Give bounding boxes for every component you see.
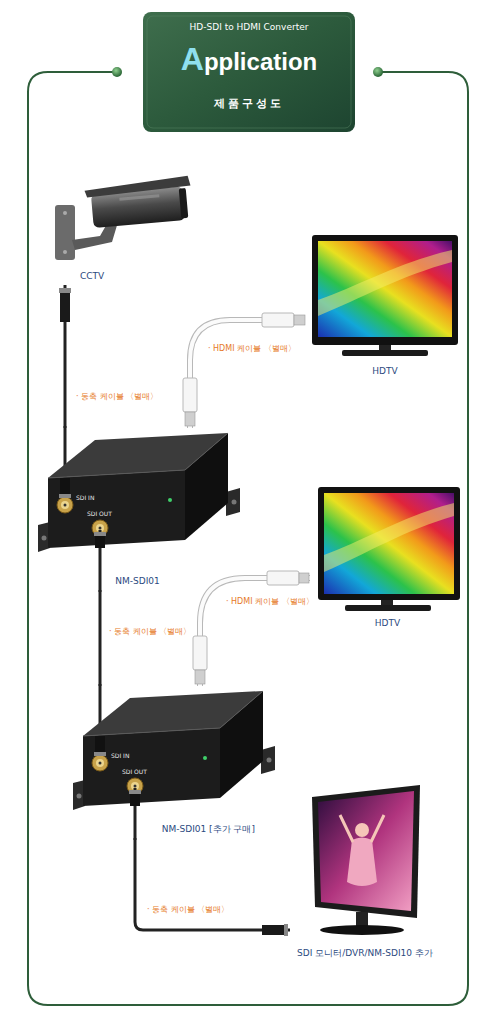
hdtv: [342, 350, 428, 356]
hdtv: [324, 493, 454, 594]
cctv-camera: [55, 205, 75, 260]
cable-label: · 동축 케이블 〈별매〉: [75, 392, 159, 402]
bnc-plug: [95, 736, 105, 756]
converter-node: NM-SDI01 [추가 구매]: [75, 686, 270, 838]
coax-cable: [99, 590, 102, 686]
hdtv: [312, 235, 458, 356]
cable-label: · 동축 케이블 〈별매〉: [108, 627, 192, 637]
cctv-camera: [63, 250, 67, 254]
tv-node: HDTV: [310, 482, 465, 632]
device-label: NM-SDI01 [추가 구매]: [162, 824, 255, 835]
tv-node: HDTV: [305, 230, 465, 380]
converter-device: [38, 433, 240, 552]
title-banner: [143, 12, 355, 132]
device-label: NM-SDI01: [115, 576, 160, 587]
bnc-plug: [95, 532, 105, 548]
cctv-camera: [63, 211, 67, 215]
hdtv: [324, 503, 454, 572]
converter-device: [73, 691, 275, 810]
hdmi-cable: [200, 578, 310, 686]
hdmi-cable: [200, 578, 310, 686]
hdmi-plug: [183, 313, 309, 684]
coax-cable: [135, 838, 290, 930]
hdtv: [345, 605, 431, 611]
frame: [373, 67, 383, 77]
subtitle-korean: 제품구성도: [143, 97, 355, 111]
bnc-plug: [59, 288, 288, 936]
camera-node: CCTV: [50, 168, 190, 285]
bnc-plug: [94, 752, 106, 756]
cable-label: · 동축 케이블 〈별매〉: [146, 905, 230, 915]
bnc-plug: [59, 288, 71, 293]
hdmi-plug: [195, 670, 205, 684]
bnc-plug: [284, 924, 288, 936]
bnc-plug: [60, 478, 70, 498]
device-label: HDTV: [372, 366, 397, 377]
bnc-plug: [60, 292, 70, 322]
cable-label: · HDMI 케이블 〈별매〉: [225, 597, 315, 607]
hdtv: [318, 487, 460, 600]
port-label: SDI OUT: [122, 768, 147, 775]
bnc-plug: [59, 478, 141, 840]
sdi-monitor: [347, 838, 377, 887]
cable-label: · HDMI 케이블 〈별매〉: [207, 344, 297, 354]
sdi-monitor: [355, 823, 369, 837]
bnc-plug: [94, 532, 106, 536]
hdmi-plug: [267, 571, 299, 585]
title-banner: [143, 12, 355, 132]
frame: [28, 72, 468, 1005]
hdtv: [312, 235, 458, 345]
sdi-monitor: [312, 785, 420, 918]
hdtv: [318, 487, 460, 611]
hdmi-plug: [294, 315, 305, 325]
hdmi-plug: [183, 378, 197, 412]
bnc-plug: [130, 790, 140, 806]
port-label: SDI IN: [76, 494, 94, 501]
frame: [28, 67, 468, 1005]
hdmi-plug: [185, 412, 195, 426]
port-label: SDI OUT: [87, 510, 112, 517]
hdmi-cable: [190, 320, 305, 428]
sdi-monitor: [320, 925, 404, 935]
coax-cable: [100, 590, 101, 686]
hdtv: [318, 241, 452, 337]
bnc-plug: [129, 790, 141, 794]
port-label: SDI IN: [111, 752, 129, 759]
hdtv: [318, 250, 452, 316]
hdmi-cable: [190, 320, 305, 428]
device-label: SDI 모니터/DVR/NM-SDI10 추가: [297, 948, 433, 959]
device-label: CCTV: [80, 271, 104, 282]
sdi-monitor: [318, 791, 414, 911]
hdmi-cable: [200, 578, 310, 686]
frame: [112, 67, 122, 77]
cctv-camera: [55, 176, 193, 260]
cctv-camera: [179, 188, 189, 218]
monitor-node: SDI 모니터/DVR/NM-SDI10 추가: [290, 780, 440, 962]
coax-cable: [135, 838, 290, 930]
bnc-plug: [59, 494, 71, 498]
sdi-monitor: [312, 785, 420, 935]
title-text: Application: [143, 44, 355, 77]
subtitle-text: HD-SDI to HDMI Converter: [143, 21, 355, 33]
cctv-camera: [119, 194, 159, 200]
hdmi-cable: [190, 320, 305, 428]
converter-node: NM-SDI01: [40, 428, 235, 590]
hdmi-plug: [193, 636, 207, 670]
device-label: HDTV: [375, 618, 400, 629]
hdmi-plug: [299, 573, 309, 583]
hdmi-plug: [262, 313, 294, 327]
sdi-monitor: [356, 912, 368, 926]
sdi-monitor: [340, 815, 384, 842]
cctv-camera: [84, 176, 193, 229]
cctv-camera: [84, 176, 191, 198]
bnc-plug: [262, 925, 284, 935]
